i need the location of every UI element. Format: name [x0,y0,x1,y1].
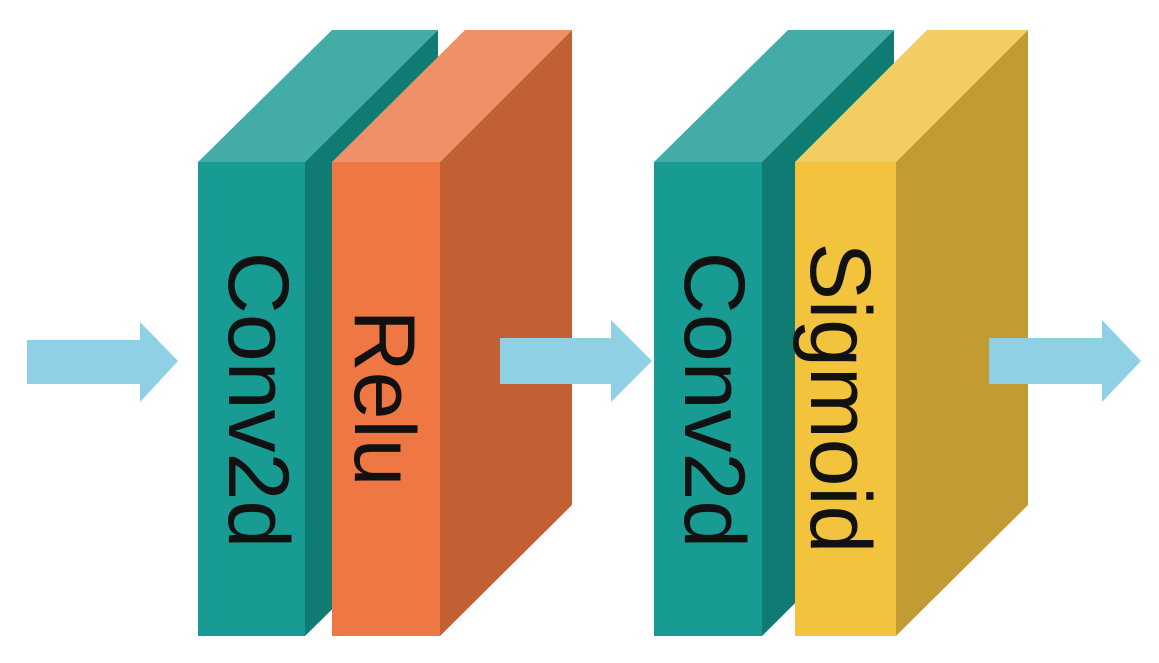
conv2d-block-2-front [654,162,762,636]
conv2d-block-2-label: Conv2d [666,252,762,548]
relu-block-top [332,30,572,162]
sigmoid-block: Sigmoid [792,30,1028,636]
relu-block-label: Relu [336,310,432,487]
relu-block: Relu [332,30,572,636]
output-arrow [989,320,1141,402]
conv2d-block-2-top [654,30,894,162]
sigmoid-block-side [896,30,1028,636]
relu-block-front [332,162,440,636]
conv2d-block-1-label: Conv2d [210,252,306,548]
conv2d-block-1-top [198,30,438,162]
input-arrow [27,322,178,402]
sigmoid-block-label: Sigmoid [792,243,888,554]
sigmoid-block-top [795,30,1028,162]
middle-arrow [500,320,652,402]
conv2d-block-1-front [198,162,305,636]
relu-block-side [440,30,572,636]
sigmoid-block-front [795,162,896,636]
